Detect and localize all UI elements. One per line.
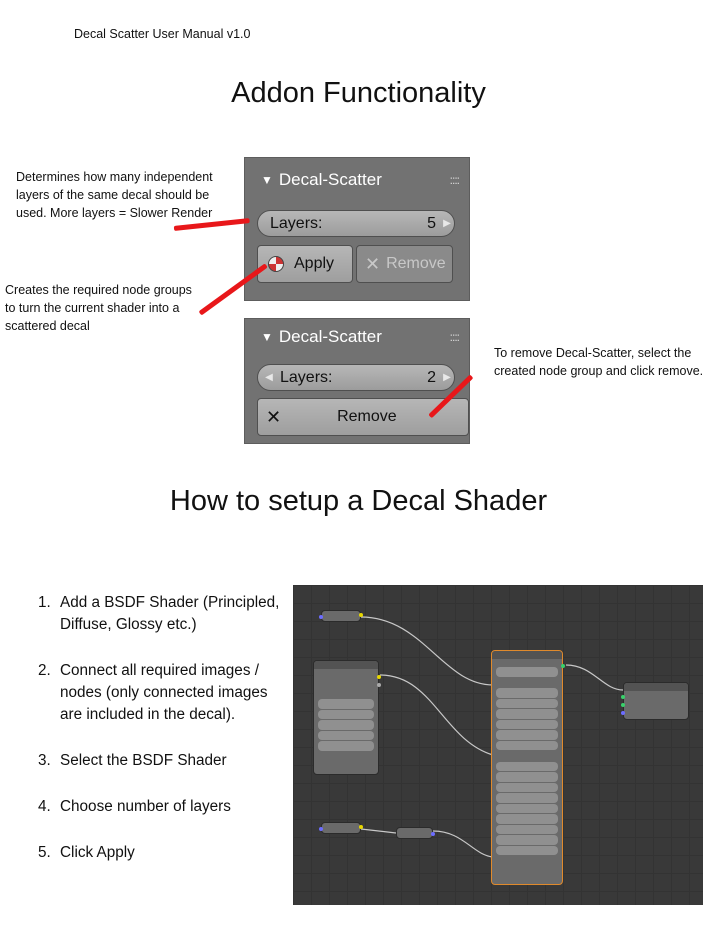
section-title-setup: How to setup a Decal Shader [169,485,548,517]
step-number: 4. [38,798,51,815]
note-layers: Determines how many independent layers o… [16,170,213,220]
decal-scatter-panel-apply: ▼ Decal-Scatter :::: Layers: 5 ▶ Apply ✕… [244,157,470,301]
grip-dots-icon[interactable]: :::: [449,330,460,344]
step-text: Add a BSDF Shader (Principled, Diffuse, … [60,594,280,633]
step-text: Choose number of layers [60,798,231,815]
cross-icon: ✕ [266,406,282,427]
image-node [319,610,363,622]
cross-icon: ✕ [365,253,381,274]
document-header: Decal Scatter User Manual v1.0 [74,27,251,41]
section-title-functionality: Addon Functionality [231,77,486,109]
image-node [319,822,363,834]
panel-title: Decal-Scatter [278,170,382,189]
step-text: Click Apply [60,844,135,861]
node-links [360,616,624,858]
list-item: 3. Select the BSDF Shader [38,750,288,772]
step-number: 2. [38,662,51,679]
principled-bsdf-node [491,650,565,885]
remove-button-disabled: ✕ Remove [356,245,453,283]
decal-scatter-panel-remove: ▼ Decal-Scatter :::: ◀ Layers: 2 ▶ ✕ Rem… [244,318,470,444]
step-number: 3. [38,752,51,769]
step-text: Connect all required images / nodes (onl… [60,662,268,723]
triangle-down-icon[interactable]: ▼ [261,173,273,187]
increment-arrow-icon[interactable]: ▶ [443,218,451,229]
triangle-down-icon[interactable]: ▼ [261,330,273,344]
layers-field[interactable]: Layers: 5 ▶ [257,210,455,237]
increment-arrow-icon[interactable]: ▶ [443,372,451,383]
layers-label: Layers: [270,214,323,232]
panel-header[interactable]: ▼ Decal-Scatter :::: [245,158,469,190]
list-item: 1. Add a BSDF Shader (Principled, Diffuse… [38,592,288,636]
remove-label: Remove [386,255,446,272]
list-item: 2. Connect all required images / nodes (o… [38,660,288,726]
remove-button[interactable]: ✕ Remove [257,398,469,436]
note-remove: To remove Decal-Scatter, select the crea… [494,346,704,378]
list-item: 5. Click Apply [38,842,288,864]
step-number: 1. [38,594,51,611]
decrement-arrow-icon[interactable]: ◀ [265,372,273,383]
apply-label: Apply [294,255,335,272]
material-output-node [621,682,689,720]
note-apply: Creates the required node groups to turn… [5,283,192,333]
checker-ball-icon [268,256,284,272]
node-editor-screenshot [293,585,703,905]
layers-field[interactable]: ◀ Layers: 2 ▶ [257,364,455,391]
apply-button[interactable]: Apply [257,245,353,283]
remove-label: Remove [337,408,397,425]
layers-value: 2 [427,368,436,386]
image-texture-node [313,660,381,775]
panel-title: Decal-Scatter [278,327,382,346]
layers-label: Layers: [280,368,333,386]
setup-steps-list: 1. Add a BSDF Shader (Principled, Diffuse… [38,592,288,888]
list-item: 4. Choose number of layers [38,796,288,818]
step-number: 5. [38,844,51,861]
layers-value: 5 [427,214,436,232]
step-text: Select the BSDF Shader [60,752,227,769]
grip-dots-icon[interactable]: :::: [449,173,460,187]
normal-map-node [396,827,435,839]
panel-header[interactable]: ▼ Decal-Scatter :::: [245,319,469,347]
